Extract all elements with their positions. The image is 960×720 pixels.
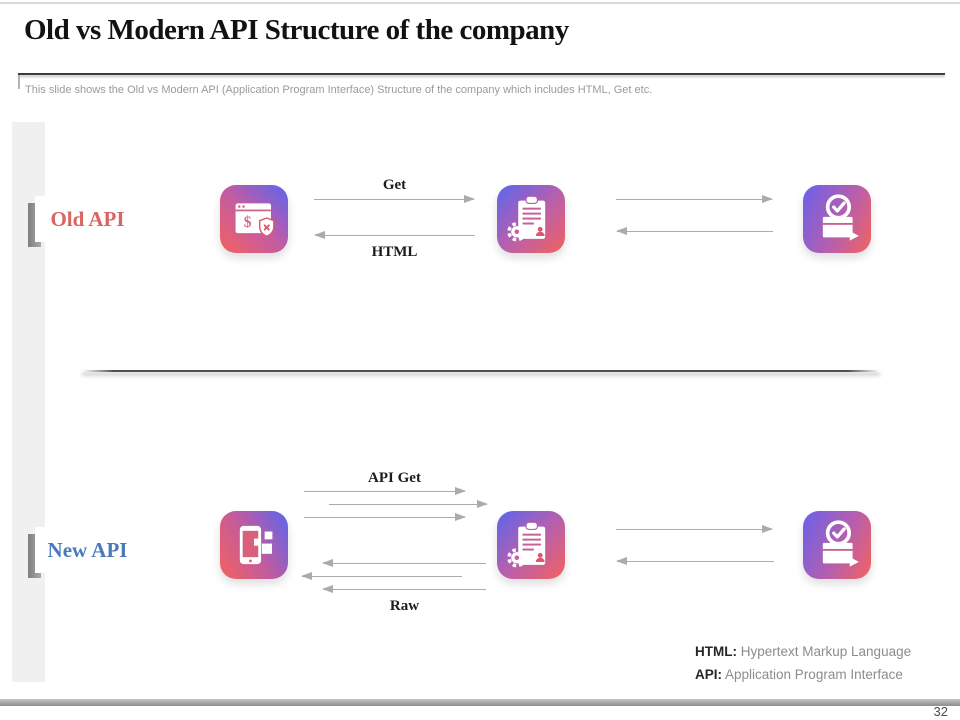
arrow-left bbox=[322, 559, 486, 567]
browser-payment-error-icon: $ bbox=[235, 203, 275, 238]
old-processor-tile bbox=[497, 185, 565, 253]
arrow-left bbox=[322, 585, 486, 593]
section-divider bbox=[82, 370, 880, 372]
approved-window-icon bbox=[822, 194, 859, 241]
clipboard-gear-icon bbox=[507, 195, 546, 242]
clipboard-gear-icon bbox=[507, 521, 546, 568]
legend-html-line: HTML: Hypertext Markup Language bbox=[695, 640, 911, 663]
new-api-banner: New API bbox=[28, 527, 180, 578]
new-api-label: New API bbox=[47, 538, 128, 562]
legend-html-definition: Hypertext Markup Language bbox=[740, 644, 912, 659]
arrow-left bbox=[301, 572, 462, 580]
new-output-tile bbox=[803, 511, 871, 579]
arrow-right bbox=[314, 195, 475, 203]
legend: HTML: Hypertext Markup Language API: App… bbox=[695, 640, 911, 686]
top-border bbox=[0, 2, 960, 4]
legend-api-definition: Application Program Interface bbox=[725, 667, 903, 682]
old-api-label: Old API bbox=[50, 207, 125, 231]
footer-bar bbox=[0, 699, 960, 706]
api-get-arrow-label: API Get bbox=[368, 470, 421, 486]
old-api-banner: Old API bbox=[28, 196, 180, 247]
new-source-tile bbox=[220, 511, 288, 579]
old-source-tile: $ bbox=[220, 185, 288, 253]
slide-subtitle: This slide shows the Old vs Modern API (… bbox=[25, 84, 653, 96]
get-arrow-label: Get bbox=[382, 177, 407, 193]
legend-html-term: HTML: bbox=[695, 644, 737, 659]
arrow-right bbox=[329, 500, 488, 508]
legend-api-line: API: Application Program Interface bbox=[695, 663, 911, 686]
new-processor-tile bbox=[497, 511, 565, 579]
title-rule bbox=[18, 73, 945, 75]
arrow-right bbox=[304, 487, 466, 495]
old-output-tile bbox=[803, 185, 871, 253]
svg-text:$: $ bbox=[244, 214, 252, 231]
smartphone-apps-icon bbox=[239, 525, 273, 565]
page-title: Old vs Modern API Structure of the compa… bbox=[24, 14, 569, 46]
arrow-right bbox=[616, 525, 773, 533]
arrow-left bbox=[616, 227, 773, 235]
arrow-left bbox=[314, 231, 475, 239]
arrow-left bbox=[616, 557, 774, 565]
raw-arrow-label: Raw bbox=[389, 598, 420, 614]
arrow-right bbox=[304, 513, 466, 521]
approved-window-icon bbox=[822, 520, 859, 567]
html-arrow-label: HTML bbox=[371, 244, 418, 260]
arrow-right bbox=[616, 195, 773, 203]
title-rule-tick bbox=[18, 75, 20, 89]
page-number: 32 bbox=[933, 704, 948, 719]
legend-api-term: API: bbox=[695, 667, 722, 682]
